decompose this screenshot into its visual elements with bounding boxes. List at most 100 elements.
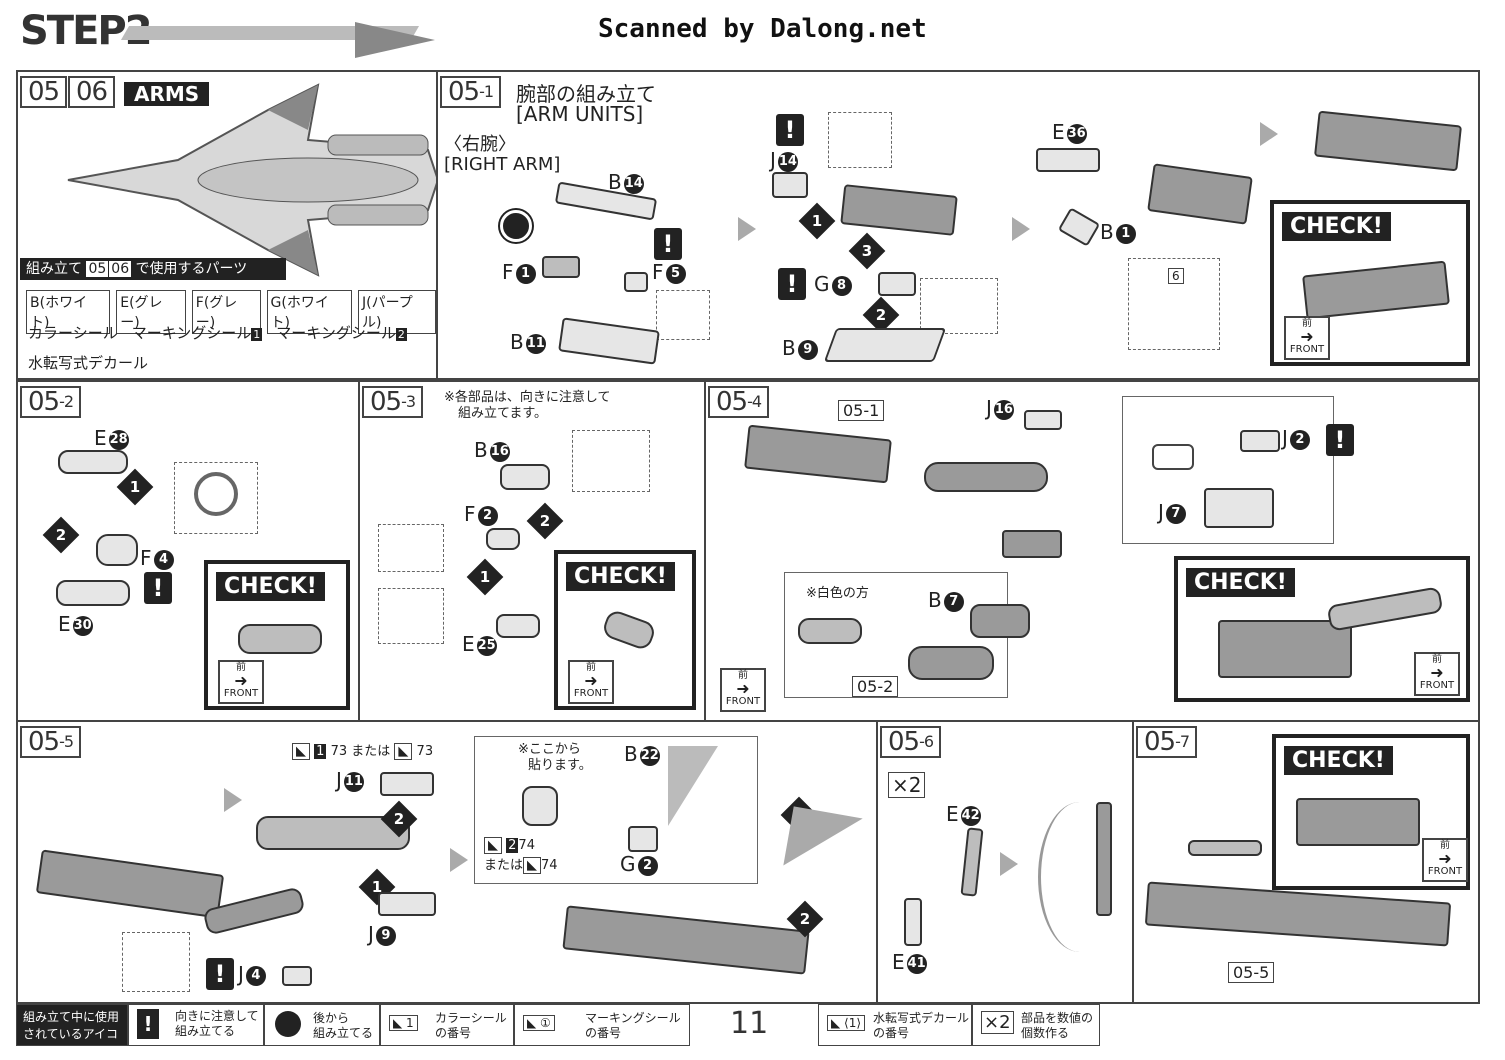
flow-arrow-056 (1000, 852, 1018, 876)
part-shape-e28 (58, 450, 128, 474)
check-label: CHECK! (1284, 746, 1393, 775)
step-marker-2-052: 2 (42, 516, 80, 554)
part-shape-arm-finished (1313, 110, 1463, 172)
part-shape-arm-assembly-055 (35, 849, 225, 919)
step-marker-1-053: 1 (466, 558, 504, 596)
front-indicator: 前➜FRONT (1422, 838, 1468, 882)
check-box-05-1: CHECK! 前➜FRONT (1270, 200, 1470, 366)
detail-inset-f5 (656, 290, 710, 340)
ref-step-05-1: 05-1 (838, 400, 885, 421)
step-number-05-7: 05-7 (1136, 726, 1198, 758)
right-arm-en: [RIGHT ARM] (444, 154, 561, 175)
part-shape-b9 (823, 328, 947, 362)
part-shape-sticker-piece (522, 786, 558, 826)
part-shape-upper-arm-055 (256, 816, 410, 850)
detail-inset-j14 (828, 112, 892, 168)
step-marker-1: 1 (798, 202, 836, 240)
check-label: CHECK! (1282, 212, 1391, 241)
front-indicator: 前➜FRONT (218, 660, 264, 704)
part-shape-e30 (56, 580, 130, 606)
part-shape-b16 (500, 464, 550, 490)
sticker-start-note: ※ここから貼ります。 (518, 742, 592, 773)
part-shape-arm-assembly (1147, 163, 1253, 225)
check-box-05-2: CHECK! 前➜FRONT (204, 560, 350, 710)
check-arm-illustration (1218, 620, 1352, 678)
ref-step-05-5: 05-5 (1228, 962, 1275, 983)
part-shape-arm-base (840, 184, 958, 236)
step-number-05-6: 05-6 (880, 726, 942, 758)
part-shape-f5 (624, 272, 648, 292)
legend-rear-assembly: 後から組み立てる (264, 1004, 380, 1046)
icon-legend-title: 組み立て中に使用されているアイコン (16, 1004, 128, 1058)
runner-e: E(グレー) (116, 290, 186, 334)
detail-inset-g8 (920, 278, 998, 334)
step-marker-2-053: 2 (526, 502, 564, 540)
title-arm-units-jp: 腕部の組み立て (516, 82, 656, 106)
detail-inset-j4 (122, 932, 190, 992)
step-number-05-5: 05-5 (20, 726, 82, 758)
ref-step-05-2: 05-2 (852, 676, 899, 697)
part-shape-forearm (924, 462, 1048, 492)
sticker-ref-6: 6 (1168, 268, 1184, 284)
part-shape-j9 (378, 892, 436, 916)
part-shape-b1 (1057, 207, 1101, 247)
flow-arrow-3 (1260, 122, 1278, 146)
check-arm-joint-illustration (238, 624, 322, 654)
check-box-05-4: CHECK! 前➜FRONT (1174, 556, 1470, 702)
orientation-note: ※各部品は、向きに注意して組み立てます。 (444, 390, 611, 421)
part-shape-elbow (908, 646, 994, 680)
marking-sticker-icon: ◣ ① (523, 1015, 555, 1031)
part-shape-b11 (558, 317, 660, 365)
part-shape-g8 (878, 272, 916, 296)
decal-icon: ◣ ⟨1⟩ (827, 1015, 866, 1031)
sticker-inset-6 (1128, 258, 1220, 350)
part-shape-e42 (960, 827, 984, 897)
step-number-05-4: 05-4 (708, 386, 770, 418)
legend-decal: ◣ ⟨1⟩ 水転写式デカールの番号 (818, 1004, 972, 1046)
part-shape-j2 (1240, 430, 1280, 452)
white-side-note: ※白色の方 (806, 586, 869, 601)
sticker-choice-73: ◣ 1 73 または ◣ 73 (292, 740, 433, 760)
part-shape-g2 (628, 826, 658, 852)
hole-detail-icon (1152, 444, 1194, 470)
panel-step-05-1: 05-1 腕部の組み立て [ARM UNITS] 〈右腕〉 [RIGHT ARM… (436, 70, 1480, 380)
part-shape-arm-final (1144, 881, 1452, 947)
runner-b: B(ホワイト) (26, 290, 111, 334)
scan-credit: Scanned by Dalong.net (598, 14, 927, 44)
right-arm-jp: 〈右腕〉 (444, 134, 516, 155)
front-indicator: 前➜FRONT (720, 668, 766, 712)
part-shape-b22 (668, 746, 718, 826)
part-shape-arm-unit (744, 424, 892, 484)
legend-caution: ! 向きに注意して組み立てる (128, 1004, 264, 1046)
flow-arrow-2 (1012, 217, 1030, 241)
flow-arrow-055-2 (450, 848, 468, 872)
part-shape-e25 (496, 614, 540, 638)
caution-icon-055: ! (206, 958, 234, 990)
step-number-05-2: 05-2 (20, 386, 82, 418)
panel-step-05-7: 05-7 CHECK! 前➜FRONT 05-5 (1132, 720, 1480, 1004)
caution-icon: ! (137, 1009, 159, 1039)
legend-color-sticker: ◣ 1 カラーシールの番号 (380, 1004, 514, 1046)
sticker-marking-2-num: 2 (395, 328, 407, 341)
step-number-05-3: 05-3 (362, 386, 424, 418)
